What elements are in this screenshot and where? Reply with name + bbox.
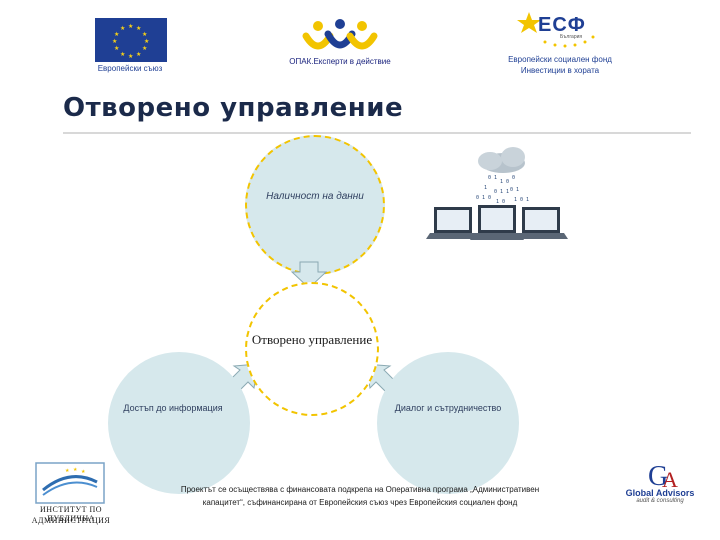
svg-text:1 0 1: 1 0 1 xyxy=(514,197,529,203)
dialogue-cooperation-label: Диалог и сътрудничество xyxy=(394,403,502,413)
laptop-icon xyxy=(426,207,480,239)
title-divider xyxy=(63,132,691,134)
svg-text:0 1: 0 1 xyxy=(510,187,519,193)
esf-country: България xyxy=(560,34,583,40)
ipa-logo: ★★★ xyxy=(35,462,105,504)
access-to-information-label: Достъп до информация xyxy=(123,403,223,413)
global-advisors-name: Global Advisors xyxy=(625,488,695,498)
svg-text:★: ★ xyxy=(81,469,86,475)
global-advisors-logo: G A xyxy=(648,461,678,492)
data-availability-circle xyxy=(245,135,385,275)
laptop-icon xyxy=(514,207,568,239)
laptop-icon xyxy=(470,205,524,240)
eu-caption: Европейски съюз xyxy=(97,64,163,73)
svg-text:1 0: 1 0 xyxy=(496,199,505,205)
svg-text:G: G xyxy=(648,461,668,492)
esf-logo xyxy=(517,12,595,48)
open-government-circle xyxy=(245,282,379,416)
star-icon: ★ xyxy=(128,54,134,60)
esf-caption-line2: Инвестиции в хората xyxy=(520,66,600,75)
star-icon: ★ xyxy=(144,39,150,45)
ipa-caption-line2: АДМИНИСТРАЦИЯ xyxy=(31,516,111,525)
star-icon: ★ xyxy=(120,26,126,32)
star-icon: ★ xyxy=(114,46,120,52)
dialogue-cooperation-circle xyxy=(377,352,519,494)
opak-caption: ОПАК.Експерти в действие xyxy=(289,57,391,66)
star-icon: ★ xyxy=(142,32,148,38)
star-icon: ★ xyxy=(142,46,148,52)
global-advisors-subtitle: audit & consulting xyxy=(636,498,684,504)
svg-text:1: 1 xyxy=(484,185,487,191)
svg-text:1 0: 1 0 xyxy=(500,179,509,185)
data-availability-label: Наличност на данни xyxy=(266,191,364,202)
star-icon: ★ xyxy=(120,52,126,58)
star-icon: ★ xyxy=(114,32,120,38)
svg-text:0 1 1: 0 1 1 xyxy=(494,189,509,195)
star-icon: ★ xyxy=(112,39,118,45)
eu-flag-logo: ★ ★ ★ ★ ★ ★ ★ ★ ★ ★ ★ ★ xyxy=(95,18,167,62)
svg-text:★: ★ xyxy=(65,468,70,474)
star-icon: ★ xyxy=(128,24,134,30)
ipa-caption-line1: ИНСТИТУТ ПО ПУБЛИЧНА xyxy=(39,505,103,523)
page-title: Отворено управление xyxy=(63,93,404,123)
star-icon: ★ xyxy=(136,52,142,58)
svg-text:A: A xyxy=(662,467,678,492)
open-government-label: Отворено управление xyxy=(251,332,373,347)
access-to-information-circle xyxy=(108,352,250,494)
star-icon: ★ xyxy=(136,26,142,32)
svg-text:0: 0 xyxy=(512,175,515,181)
project-funding-text: Проектът се осъществява с финансовата по… xyxy=(180,485,540,507)
svg-text:0 1 0: 0 1 0 xyxy=(476,195,491,201)
svg-text:★: ★ xyxy=(73,467,78,473)
esf-caption-line1: Европейски социален фонд xyxy=(508,55,612,64)
svg-text:0 1: 0 1 xyxy=(488,175,497,181)
esf-logo-text: ЕСФ xyxy=(538,14,586,36)
opak-logo xyxy=(302,19,378,50)
